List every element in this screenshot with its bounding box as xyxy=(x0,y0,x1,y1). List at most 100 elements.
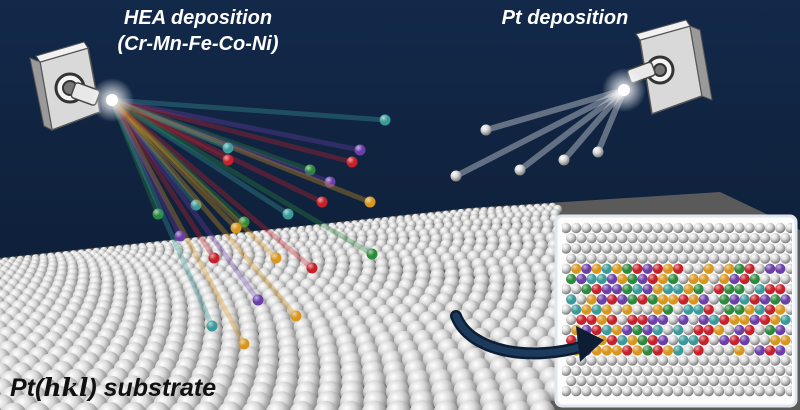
inset-atom xyxy=(744,324,755,336)
inset-atom xyxy=(734,263,745,274)
pt-atom xyxy=(514,164,526,176)
inset-atom xyxy=(571,284,582,295)
inset-atom xyxy=(703,222,714,234)
inset-atom xyxy=(775,284,786,295)
inset-atom xyxy=(586,355,597,366)
inset-atom xyxy=(601,222,612,234)
inset-atom xyxy=(637,375,648,387)
inset-atom xyxy=(688,314,699,325)
inset-atom xyxy=(775,365,786,376)
hea-atom xyxy=(306,262,318,274)
pt-label: Pt deposition xyxy=(502,7,629,29)
inset-atom xyxy=(719,233,730,244)
inset-atom xyxy=(606,273,618,285)
inset-atom xyxy=(708,233,720,244)
inset-atom xyxy=(693,222,704,234)
inset-atom xyxy=(729,233,740,244)
inset-atom xyxy=(734,222,745,234)
inset-atom xyxy=(652,222,663,234)
inset-atom xyxy=(729,294,740,305)
inset-atom xyxy=(698,294,709,305)
inset-atom xyxy=(785,304,792,315)
inset-atom xyxy=(688,335,699,346)
inset-atom xyxy=(632,304,643,315)
inset-atom xyxy=(724,284,735,295)
inset-atom xyxy=(744,243,755,254)
inset-atom xyxy=(571,243,582,254)
inset-atom xyxy=(678,355,689,366)
substrate-atom xyxy=(98,402,122,410)
inset-atom xyxy=(571,365,582,376)
inset-atom xyxy=(729,335,740,346)
inset-atom xyxy=(749,375,760,387)
inset-atom xyxy=(647,314,658,325)
inset-atom xyxy=(764,324,776,336)
inset-atom xyxy=(662,284,674,295)
inset-atom xyxy=(637,233,648,244)
inset-atom xyxy=(683,222,694,234)
inset-atom xyxy=(744,284,755,295)
substrate-atom xyxy=(26,402,50,410)
hea-atom xyxy=(282,208,294,220)
substrate-atom xyxy=(434,400,459,410)
inset-atom xyxy=(785,284,792,295)
inset-atom xyxy=(734,243,745,254)
inset-atom xyxy=(708,314,720,325)
inset-atom xyxy=(617,375,628,387)
hea-beam xyxy=(109,97,313,173)
inset-atom xyxy=(611,365,623,376)
inset-atom xyxy=(754,304,765,315)
inset-atom xyxy=(652,263,663,274)
inset-atom xyxy=(611,243,623,254)
inset-atom xyxy=(693,263,704,274)
inset-atom xyxy=(703,263,714,274)
inset-atom xyxy=(601,263,612,274)
pt-atom xyxy=(592,146,604,158)
inset-atom xyxy=(591,365,602,376)
inset-atom xyxy=(566,273,577,285)
inset-atom xyxy=(617,335,628,346)
inset-atom xyxy=(729,273,740,285)
inset-atom xyxy=(678,253,689,264)
inset-atom xyxy=(739,375,750,387)
inset-atom xyxy=(642,222,653,234)
inset-atom xyxy=(708,253,720,264)
inset-atom xyxy=(693,386,704,397)
inset-atom xyxy=(688,355,699,366)
inset-atom xyxy=(708,294,720,305)
inset-atom xyxy=(673,324,684,336)
inset-atom xyxy=(642,386,653,397)
inset-atom xyxy=(749,335,760,346)
inset-atom xyxy=(693,324,704,336)
hea-atom xyxy=(222,154,234,166)
inset-atom xyxy=(596,375,607,387)
inset-atom xyxy=(673,386,684,397)
sputter-gun-icon xyxy=(602,19,713,116)
hea-atom xyxy=(366,248,378,260)
hea-atom xyxy=(152,208,164,220)
inset-atom xyxy=(713,284,725,295)
inset-atom xyxy=(627,335,638,346)
hea-atom xyxy=(238,338,250,350)
inset-atom xyxy=(719,294,730,305)
inset-atom xyxy=(764,263,776,274)
inset-atom xyxy=(719,273,730,285)
inset-atom xyxy=(698,233,709,244)
inset-atom xyxy=(759,375,771,387)
inset-atom xyxy=(749,233,760,244)
inset-atom xyxy=(657,355,669,366)
inset-atom xyxy=(785,243,792,254)
inset-atom xyxy=(693,365,704,376)
inset-atom xyxy=(632,324,643,336)
curved-arrow-icon xyxy=(450,310,604,362)
hea-atom xyxy=(290,310,302,322)
inset-atom xyxy=(571,304,582,315)
substrate-atom xyxy=(74,402,98,410)
inset-atom xyxy=(591,222,602,234)
hea-atom xyxy=(379,114,391,126)
substrate-atom xyxy=(266,401,291,410)
pt-source-gun xyxy=(602,19,713,116)
inset-atom xyxy=(617,314,628,325)
inset-atom xyxy=(566,375,577,387)
